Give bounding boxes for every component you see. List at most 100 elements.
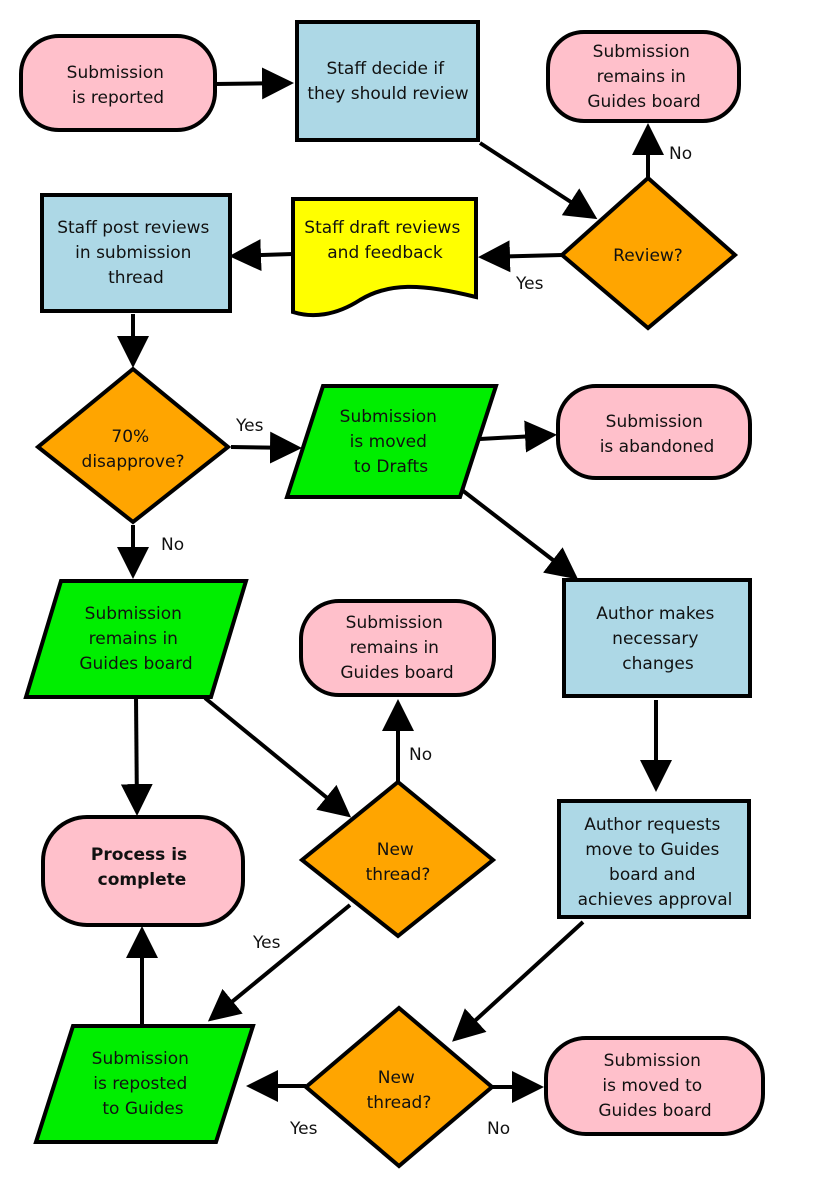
node-review-decision: Review? (558, 175, 739, 331)
edge-label-disapprove-yes: Yes (235, 416, 264, 436)
node-label-line: achieves approval (578, 890, 733, 910)
edge-moved-drafts-to-abandoned (479, 420, 557, 453)
node-label-line: New (377, 840, 414, 860)
node-label-line: Submission (67, 63, 164, 83)
node-label-line: is reposted (93, 1074, 187, 1094)
node-label: Author requests move to Guides board and… (578, 815, 733, 910)
node-label-line: thread? (366, 865, 431, 885)
terminal-shape (19, 34, 217, 132)
process-shape (40, 193, 232, 313)
node-process-complete: Process is complete (41, 815, 245, 927)
decision-shape (298, 779, 497, 939)
node-label-line: they should review (307, 84, 468, 104)
node-new-thread-1-decision: New thread? (298, 779, 497, 939)
node-label-line: Submission (85, 604, 182, 624)
node-label-line: remains in (597, 67, 686, 87)
edge-label-new-thread-1-no: No (409, 745, 432, 765)
node-label-line: disapprove? (82, 452, 185, 472)
edge-new-thread-1-to-reposted (207, 903, 352, 1022)
edge-label-new-thread-2-yes: Yes (289, 1119, 318, 1139)
node-label-line: and feedback (327, 243, 443, 263)
node-author-changes: Author makes necessary changes (562, 578, 752, 698)
terminal-shape (546, 30, 741, 123)
node-label-line: Submission (346, 613, 443, 633)
node-label: 70% disapprove? (82, 427, 185, 472)
edge-staff-decide-to-review (478, 141, 598, 220)
node-draft-reviews: Staff draft reviews and feedback (291, 197, 478, 318)
edge-label-review-yes: Yes (515, 274, 544, 294)
node-label-line: Submission (340, 407, 437, 427)
node-label: Review? (613, 246, 683, 266)
node-label-line: Guides board (340, 663, 453, 683)
node-label-line: to Guides (102, 1099, 183, 1119)
node-label-line: Author requests (584, 815, 720, 835)
process-shape (562, 578, 752, 698)
node-label-line: changes (622, 654, 694, 674)
terminal-shape (299, 599, 496, 697)
node-new-thread-2-decision: New thread? (302, 1005, 496, 1169)
io-shape (284, 384, 499, 499)
edges (117, 67, 672, 1103)
node-label-line: Submission (92, 1049, 189, 1069)
node-label-line: to Drafts (354, 457, 428, 477)
node-label-line: Submission (593, 42, 690, 62)
edge-label-disapprove-no: No (161, 535, 184, 555)
node-label-line: in submission (75, 243, 191, 263)
node-label: Author makes necessary changes (596, 604, 720, 674)
io-shape (33, 1024, 256, 1144)
node-abandoned: Submission is abandoned (556, 384, 752, 480)
node-label: Submission is moved to Drafts (340, 407, 443, 477)
node-label: Submission remains in Guides board (587, 42, 700, 112)
node-label-line: board and (609, 865, 695, 885)
node-label-line: Guides board (587, 92, 700, 112)
node-label-line: remains in (89, 629, 178, 649)
node-label-line: New (378, 1068, 415, 1088)
node-label-line: Guides board (598, 1101, 711, 1121)
node-label: Process is complete (91, 845, 193, 890)
node-label-line: is abandoned (600, 437, 715, 457)
node-remains-guides: Submission remains in Guides board (23, 579, 249, 699)
node-label: Submission is abandoned (600, 412, 715, 457)
node-reposted: Submission is reposted to Guides (33, 1024, 256, 1144)
node-label: Staff decide if they should review (307, 59, 468, 104)
terminal-shape (544, 1036, 765, 1136)
edge-remains-guides-to-complete (120, 696, 153, 816)
node-submission-reported: Submission is reported (19, 34, 217, 132)
node-label-line: thread (108, 268, 164, 288)
edge-label-review-no: No (669, 144, 692, 164)
edge-remains-guides-to-new-thread-1 (203, 696, 352, 818)
node-label-line: is moved (350, 432, 427, 452)
node-label: Submission is reported (67, 63, 170, 108)
node-label: Submission is reposted to Guides (92, 1049, 195, 1119)
node-label-line: Guides board (79, 654, 192, 674)
node-remains-mid: Submission remains in Guides board (299, 599, 496, 697)
process-shape (557, 799, 751, 919)
node-label-line: Review? (613, 246, 683, 266)
node-label-line: Staff decide if (326, 59, 445, 79)
node-label: New thread? (366, 840, 431, 885)
edge-reported-to-staff-decide (214, 67, 294, 100)
node-label: Staff draft reviews and feedback (304, 218, 465, 263)
decision-shape (302, 1005, 496, 1169)
edge-labels: No Yes Yes No No Yes Yes No (161, 144, 692, 1139)
node-label: New thread? (367, 1068, 432, 1113)
node-author-requests: Author requests move to Guides board and… (557, 799, 751, 919)
node-label-line: is moved to (602, 1076, 702, 1096)
node-label-line: 70% (111, 427, 149, 447)
node-label-line: Staff post reviews (57, 218, 209, 238)
node-disapprove-decision: 70% disapprove? (34, 366, 232, 525)
edge-moved-drafts-to-author-changes (460, 488, 579, 580)
node-label-line: move to Guides (585, 840, 719, 860)
node-label-line: necessary (612, 629, 698, 649)
edge-review-to-draft-reviews (478, 240, 563, 273)
node-staff-decide: Staff decide if they should review (295, 20, 480, 142)
node-label-line: Submission (604, 1051, 701, 1071)
node-label-line: Staff draft reviews (304, 218, 460, 238)
node-label-line: Submission (606, 412, 703, 432)
edge-requests-to-new-thread-2 (452, 920, 585, 1042)
edge-label-new-thread-1-yes: Yes (252, 933, 281, 953)
node-label: Staff post reviews in submission thread (57, 218, 215, 288)
node-label-line: Author makes (596, 604, 714, 624)
edge-label-new-thread-2-no: No (487, 1119, 510, 1139)
